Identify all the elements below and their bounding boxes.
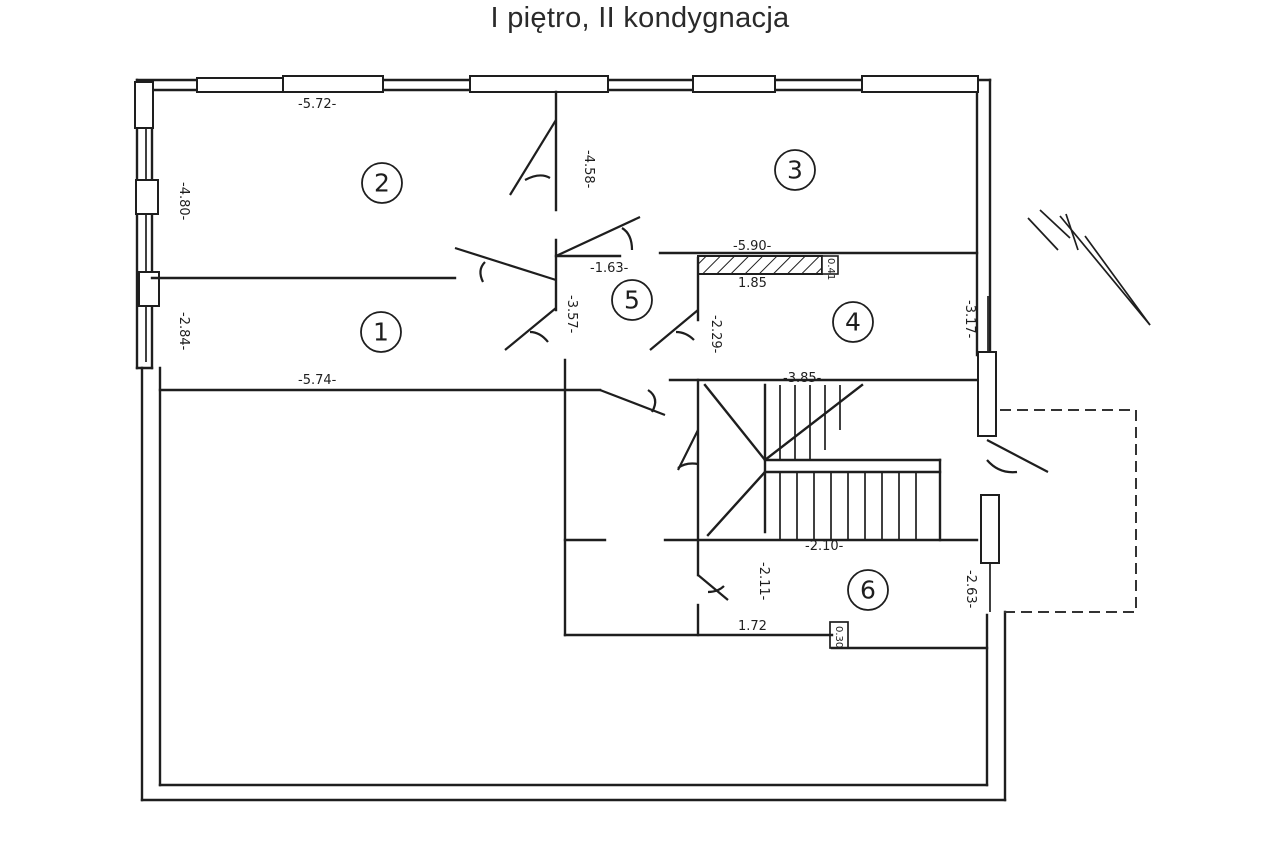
- dimension-label: 1.72: [738, 619, 767, 634]
- dimension-label: -5.90-: [733, 239, 772, 254]
- balcony-outline: [1000, 409, 1137, 613]
- room-1: 1: [360, 311, 402, 353]
- dimension-label: -3.85-: [783, 371, 822, 386]
- room-number: 2: [374, 169, 390, 198]
- windows: [134, 75, 1000, 612]
- chimney-small: [821, 255, 839, 275]
- dimension-label: -2.63-: [963, 570, 978, 609]
- dimension-labels: -5.72- -4.80- -4.58- -5.90- -1.63- 0.41 …: [176, 97, 978, 648]
- room-number: 1: [373, 318, 389, 347]
- dimension-label: -3.57-: [564, 295, 579, 334]
- interior-walls: [150, 90, 989, 650]
- dimension-label: -5.74-: [298, 373, 337, 388]
- dimension-label: -2.29-: [708, 315, 723, 354]
- room-4: 4: [832, 301, 874, 343]
- dimension-label: -4.80-: [176, 182, 191, 221]
- room-number: 3: [787, 156, 803, 185]
- room-3: 3: [774, 149, 816, 191]
- room-2: 2: [361, 162, 403, 204]
- dimension-label: 0.41: [825, 258, 836, 280]
- outer-wall-bottom: [140, 783, 1007, 802]
- plan-title: I piętro, II kondygnacja: [490, 2, 790, 34]
- dimension-label: 1.85: [738, 276, 767, 291]
- doors: [454, 119, 1049, 601]
- room-number: 5: [624, 286, 640, 315]
- dimension-label: -3.17-: [962, 300, 977, 339]
- dimension-label: -1.63-: [590, 261, 629, 276]
- dimension-label: 0.30: [833, 626, 844, 648]
- staircase: [703, 383, 942, 542]
- room-6: 6: [847, 569, 889, 611]
- dimension-label: -5.72-: [298, 97, 337, 112]
- dimension-label: -2.11-: [756, 562, 771, 601]
- dimension-label: -2.84-: [176, 312, 191, 351]
- outer-wall-right: [975, 78, 1007, 802]
- dimension-label: -4.58-: [581, 150, 596, 189]
- room-number: 4: [845, 308, 861, 337]
- room-5: 5: [611, 279, 653, 321]
- dimension-label: -2.10-: [805, 539, 844, 554]
- chimney-hatch: [697, 255, 823, 275]
- room-number: 6: [860, 576, 876, 605]
- north-arrow-icon: [1027, 209, 1151, 326]
